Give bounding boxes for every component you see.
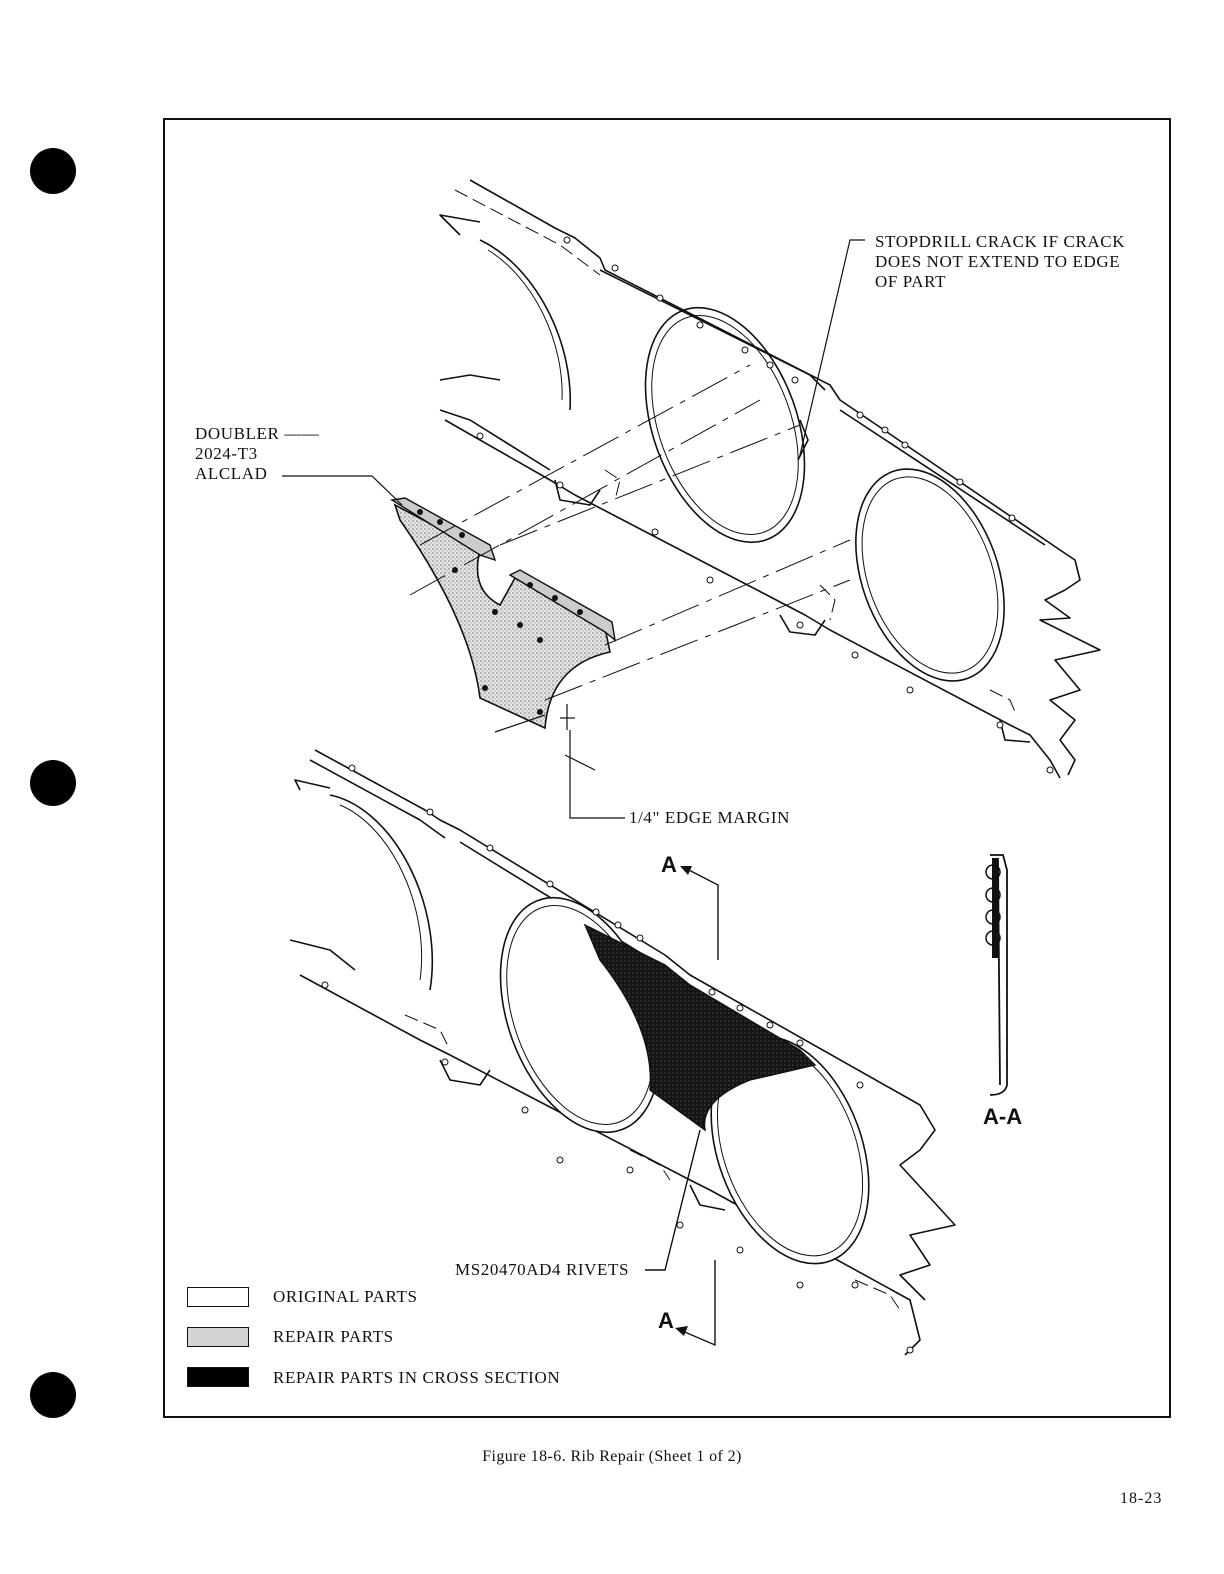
leader-lines — [282, 240, 865, 818]
legend-swatch-cross-section — [187, 1367, 249, 1387]
section-marker-top: A — [661, 852, 677, 878]
stopdrill-note: STOPDRILL CRACK IF CRACK DOES NOT EXTEND… — [875, 232, 1125, 292]
figure-caption: Figure 18-6. Rib Repair (Sheet 1 of 2) — [0, 1448, 1224, 1466]
legend-swatch-repair — [187, 1327, 249, 1347]
rivets-note: MS20470AD4 RIVETS — [455, 1260, 629, 1280]
doubler-note: DOUBLER —— 2024-T3 ALCLAD — [195, 424, 320, 484]
page-number: 18-23 — [1120, 1490, 1162, 1508]
legend-label-original: ORIGINAL PARTS — [273, 1287, 418, 1307]
section-marker-bottom: A — [658, 1308, 674, 1334]
edge-margin-note: 1/4" EDGE MARGIN — [629, 808, 790, 828]
doubler-part — [392, 498, 615, 728]
legend-swatch-original — [187, 1287, 249, 1307]
legend-label-repair: REPAIR PARTS — [273, 1327, 394, 1347]
legend-label-cross-section: REPAIR PARTS IN CROSS SECTION — [273, 1368, 560, 1388]
section-view-label: A-A — [983, 1104, 1022, 1130]
